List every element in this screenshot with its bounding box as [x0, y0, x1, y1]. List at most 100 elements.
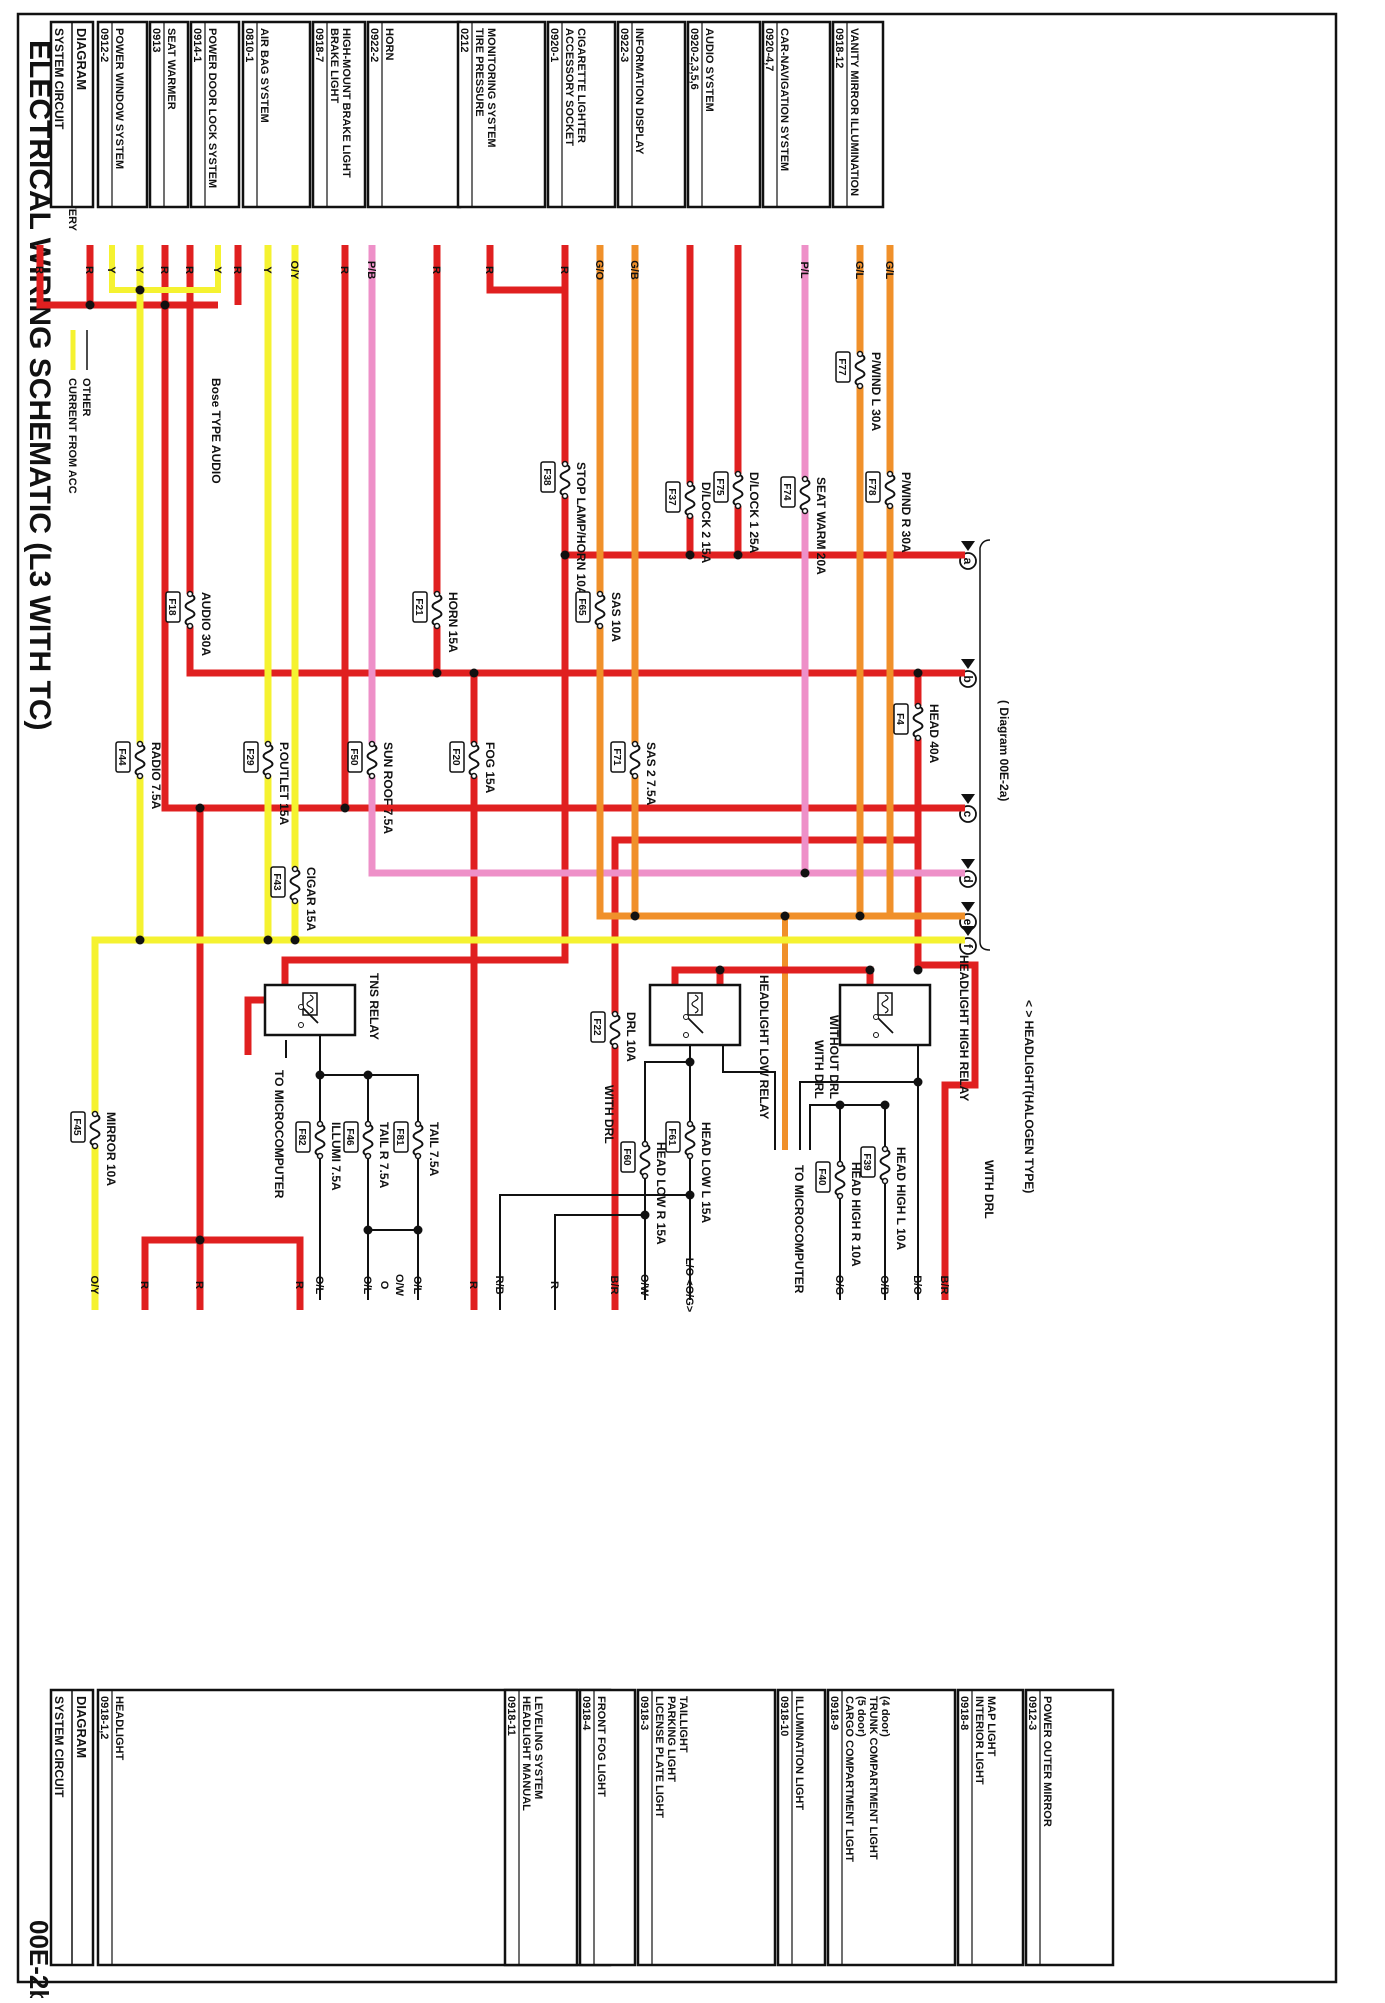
wire-color-code: O/L: [313, 1276, 325, 1295]
relay-contact: [298, 1022, 304, 1028]
junction-dot: [835, 1100, 845, 1110]
system-name: AUDIO SYSTEM: [703, 28, 715, 112]
fuse-rating-label: SEAT WARM 20A: [814, 477, 828, 575]
fuse-terminal: [631, 772, 639, 780]
to-microcomputer-note: TO MICROCOMPUTER: [792, 1165, 806, 1294]
junction-dot: [340, 803, 350, 813]
junction-dot: [733, 550, 743, 560]
system-name: TRUNK COMPARTMENT LIGHT: [867, 1696, 879, 1860]
fuse-id-box: [610, 741, 626, 773]
wire-color-code: B/O: [911, 1275, 923, 1295]
fuse-symbol-icon: [684, 483, 696, 517]
wire-color-code: R/B: [493, 1276, 505, 1295]
connector-arrow-icon: [961, 794, 975, 804]
system-code: 0212: [458, 28, 470, 52]
wire-color-code: B/R: [608, 1276, 620, 1295]
relay-box: [263, 983, 357, 1037]
system-code: 0920-2,3,5,6: [688, 28, 700, 90]
system-code: 0918-9: [828, 1696, 840, 1730]
fuse-id-label: F74: [781, 483, 792, 501]
with-drl-note: WITH DRL: [982, 1160, 996, 1219]
fuse-id-box: [780, 476, 796, 508]
fuse-rating-label: SAS 10A: [609, 592, 623, 642]
relay-0: HEADLIGHT HIGH RELAY: [838, 955, 971, 1101]
system-code: 0918-10: [778, 1696, 790, 1736]
junction-dot: [413, 1225, 423, 1235]
wire-color-code: Y: [133, 266, 145, 274]
system-name: (4 door): [879, 1696, 891, 1737]
system-name: TIRE PRESSURE: [473, 28, 485, 117]
wire-hh-l: [809, 1104, 885, 1150]
system-row: [636, 1688, 777, 1967]
fuse-id-box: [347, 741, 363, 773]
fuse-terminal: [856, 350, 864, 358]
wire-color-code: P/B: [365, 261, 377, 279]
fuse-id-label: F43: [271, 873, 282, 891]
bus-b: [186, 245, 965, 677]
system-name: HORN: [383, 28, 395, 60]
fuse-terminal: [470, 772, 478, 780]
table-header-name: SYSTEM CIRCUIT: [52, 28, 66, 130]
fuse-symbol-icon: [732, 473, 744, 507]
system-row: [761, 20, 832, 209]
system-code: 0912-3: [1026, 1696, 1038, 1730]
fuse-symbol-icon: [314, 1123, 326, 1157]
fuse-id-box: [815, 1161, 831, 1193]
fuse-terminal: [641, 1172, 649, 1180]
system-name: INTERIOR LIGHT: [973, 1696, 985, 1785]
system-code: 0918-4: [580, 1696, 592, 1731]
fuse-terminal: [368, 740, 376, 748]
wire-leveling: [554, 1214, 645, 1310]
wire-color-code: Y: [211, 266, 223, 274]
junction-dot: [135, 285, 145, 295]
fuse-id-label: F20: [450, 748, 461, 766]
system-name: MONITORING SYSTEM: [485, 28, 497, 148]
fuse-id-box: [865, 471, 881, 503]
fuse-symbol-icon: [912, 705, 924, 739]
fuse-terminal: [186, 622, 194, 630]
fuse-terminal: [881, 1145, 889, 1153]
fuse-id-label: F38: [541, 468, 552, 486]
wire-color-code: O/W: [638, 1274, 650, 1297]
connector-letter: c: [961, 811, 975, 818]
fuse-symbol-icon: [362, 1123, 374, 1157]
junction-dot: [432, 668, 442, 678]
junction-dot: [290, 935, 300, 945]
connector-letter: d: [961, 875, 975, 882]
wire-drl: [611, 836, 918, 1310]
fuse-id-label: F78: [866, 478, 877, 496]
relay-contact: [873, 1014, 879, 1020]
fuse-id-label: F22: [591, 1018, 602, 1036]
system-row: [686, 20, 762, 209]
system-name: ILLUMINATION LIGHT: [793, 1696, 805, 1810]
system-code: 0913: [150, 28, 162, 52]
fuse-rating-label: HEAD LOW R 15A: [654, 1142, 668, 1245]
fuse-terminal: [801, 507, 809, 515]
wire-color-code: B/R: [938, 1276, 950, 1295]
fuse-terminal: [631, 740, 639, 748]
fuse-terminal: [561, 460, 569, 468]
fuse-rating-label: D/LOCK 1 25A: [747, 472, 761, 554]
fuse-terminal: [734, 470, 742, 478]
fuse-id-label: F18: [166, 598, 177, 616]
fuse-symbol-icon: [412, 1123, 424, 1157]
fuse-id-label: F65: [576, 598, 587, 616]
fuse-terminal: [264, 740, 272, 748]
wire-color-code: R: [193, 1281, 205, 1289]
wire-low-r: [644, 1061, 690, 1300]
fuse-id-box: [590, 1011, 606, 1043]
junction-dot: [800, 868, 810, 878]
relay-coil-winding: [306, 994, 314, 1014]
bus-d: [368, 245, 965, 877]
fuse-terminal: [414, 1152, 422, 1160]
wire-color-code: Y: [261, 266, 273, 274]
fuse-symbol-icon: [594, 593, 606, 627]
fuse-terminal: [801, 475, 809, 483]
fuse-terminal: [186, 590, 194, 598]
